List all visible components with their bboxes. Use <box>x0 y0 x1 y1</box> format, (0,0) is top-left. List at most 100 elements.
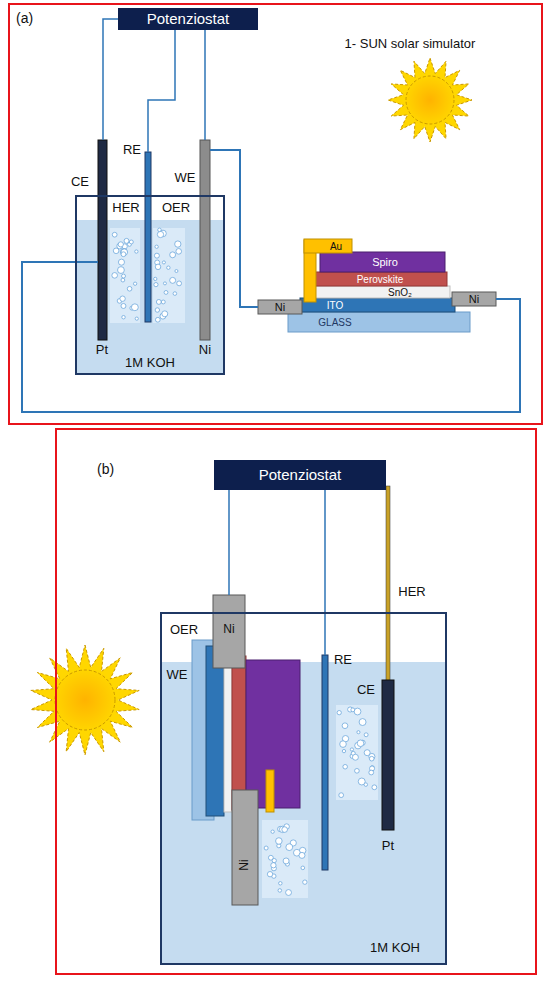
electrode-material: Ni <box>199 343 211 357</box>
potentiostat-box: Potenziostat <box>118 8 258 30</box>
gas-bubble <box>372 785 377 790</box>
reference-electrode <box>145 152 151 322</box>
gas-bubble <box>342 749 345 752</box>
gas-bubble <box>352 754 358 760</box>
electrochemical-cell: 1M KOH <box>75 195 225 375</box>
ni-contact <box>452 292 496 306</box>
gas-bubble <box>272 858 276 862</box>
glass-layer <box>288 312 470 332</box>
gas-bubble <box>154 277 157 280</box>
ito-layer <box>206 646 224 816</box>
electrode-material: Pt <box>382 839 394 853</box>
gas-bubble <box>283 858 289 864</box>
gas-bubble <box>340 741 347 748</box>
spiro-layer <box>320 252 445 272</box>
gas-bubble <box>264 846 268 850</box>
gas-bubble <box>176 249 182 255</box>
electrolyte-label: 1M KOH <box>370 941 420 955</box>
gas-bubble <box>133 282 136 285</box>
pt-counter-electrode <box>382 680 394 830</box>
gas-bubble <box>343 764 348 769</box>
reaction-label: HER <box>398 585 425 599</box>
layer-name: Au <box>330 241 342 252</box>
bubble-zone <box>262 820 308 898</box>
gas-bubble <box>129 240 133 244</box>
layer-name: ITO <box>327 300 343 311</box>
gas-bubble <box>121 303 126 308</box>
gas-bubble <box>122 274 126 278</box>
sun-disc <box>55 670 115 730</box>
ni-contact <box>258 300 302 314</box>
gas-bubble <box>163 282 166 285</box>
gas-bubble <box>157 231 163 237</box>
electrode-role: WE <box>175 171 196 185</box>
gas-bubble <box>303 880 307 884</box>
gas-bubble <box>350 748 353 751</box>
pt-lead-wire <box>386 486 390 682</box>
gas-bubble <box>301 866 305 870</box>
gas-bubble <box>155 308 159 312</box>
gas-bubble <box>154 253 159 258</box>
gas-bubble <box>276 838 283 845</box>
contact-name: Ni <box>275 301 285 313</box>
ni-working-electrode <box>200 140 210 340</box>
gas-bubble <box>120 296 125 301</box>
electrode-role: CE <box>357 683 375 697</box>
electrode-role: RE <box>334 653 352 667</box>
gas-bubble <box>118 259 124 265</box>
sun-rays <box>31 645 139 755</box>
gas-bubble <box>170 252 176 258</box>
gas-bubble <box>162 261 165 264</box>
gas-bubble <box>118 267 125 274</box>
panel-frame: (a) Potenziostat 1M KOH <box>8 3 543 425</box>
contact-name: Ni <box>223 623 234 636</box>
gas-bubble <box>154 283 158 287</box>
gas-bubble <box>177 281 182 286</box>
gas-bubble <box>279 882 282 885</box>
gas-bubble <box>271 830 274 833</box>
gas-bubble <box>271 863 276 868</box>
gas-bubble <box>286 890 292 896</box>
bubble-zone <box>110 228 140 323</box>
panel-label: (a) <box>16 11 33 26</box>
gas-bubble <box>122 315 125 318</box>
perovskite-layer <box>315 272 447 286</box>
contact-name: Ni <box>469 293 479 305</box>
pt-counter-electrode <box>98 140 107 340</box>
gas-bubble <box>337 710 341 714</box>
gas-bubble <box>155 245 158 248</box>
gas-bubble <box>164 291 168 295</box>
connection-wire <box>22 262 520 412</box>
electrode-role: CE <box>71 175 89 189</box>
ni-contact <box>213 595 245 668</box>
layer-name: GLASS <box>318 317 351 328</box>
gas-bubble <box>118 242 123 247</box>
gas-bubble <box>369 756 374 761</box>
gas-bubble <box>364 733 368 737</box>
gas-bubble <box>121 252 126 257</box>
gas-bubble <box>364 783 368 787</box>
bubble-zone <box>153 228 185 323</box>
gas-bubble <box>173 292 177 296</box>
instrument-name: Potenziostat <box>147 11 230 28</box>
gas-bubble <box>155 317 160 322</box>
bubble-zone <box>336 705 378 800</box>
electrochemical-cell: 1M KOH <box>160 612 447 965</box>
reaction-label: OER <box>162 201 190 215</box>
reaction-label: HER <box>112 201 139 215</box>
gas-bubble <box>112 273 118 279</box>
gas-bubble <box>127 286 132 291</box>
gas-bubble <box>282 827 288 833</box>
connection-wire <box>103 19 130 140</box>
gas-bubble <box>339 793 344 798</box>
gas-bubble <box>161 300 165 304</box>
gas-bubble <box>369 770 374 775</box>
gas-bubble <box>158 228 162 232</box>
gas-bubble <box>175 270 178 273</box>
gas-bubble <box>364 750 370 756</box>
gas-bubble <box>170 277 176 283</box>
electrode-role: RE <box>123 143 141 157</box>
